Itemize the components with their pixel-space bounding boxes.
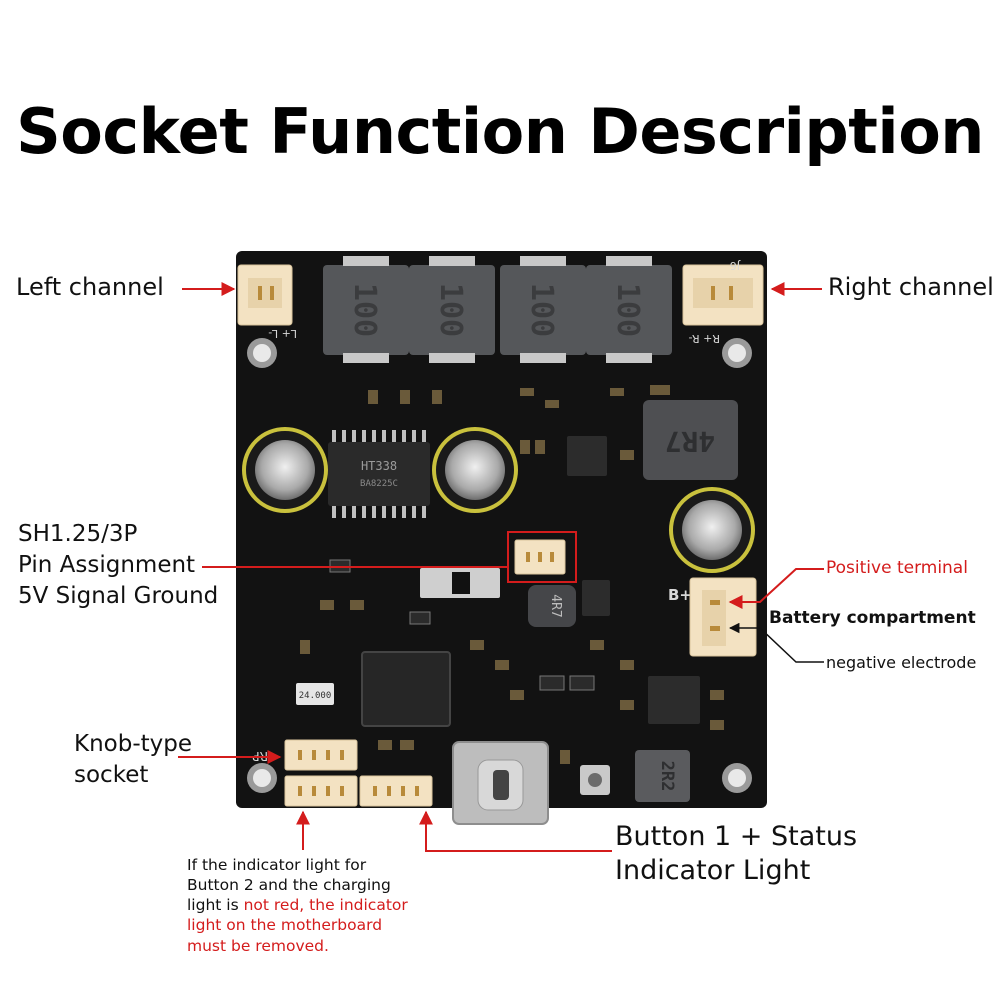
note-line3-black: light is: [187, 896, 244, 915]
capacitors: [242, 427, 755, 573]
mounting-holes: [247, 338, 752, 793]
small-inductor: 4R7: [528, 585, 576, 627]
page-title: Socket Function Description: [16, 95, 984, 168]
note-line3: light is not red, the indicator: [187, 895, 447, 915]
usb-c-port: [452, 741, 549, 825]
button-connector: [359, 775, 433, 807]
silk-left-label: L+ L-: [268, 327, 297, 340]
knob-line1: Knob-type: [74, 731, 193, 757]
sh125-line1: SH1.25/3P: [18, 521, 138, 547]
right-channel-label: Right channel: [828, 273, 994, 301]
note-line4: light on the motherboard: [187, 916, 383, 935]
smd-components: [300, 385, 724, 764]
battery-connector: [689, 577, 757, 657]
positive-terminal-label: Positive terminal: [826, 558, 968, 578]
inductor-marking: 100: [524, 283, 559, 337]
button-status-arrow: [419, 810, 612, 852]
silk-right-label: R+ R-: [688, 332, 720, 345]
silk-j6-label: J6: [730, 259, 741, 272]
button-status-label: Button 1 + Status Indicator Light: [615, 820, 857, 888]
top-inductors: [323, 256, 672, 363]
button-line1: Button 1 + Status: [615, 821, 858, 852]
bottom-inductor: 2R2: [635, 750, 690, 802]
inductor-marking: 100: [433, 283, 468, 337]
button-line2: Indicator Light: [615, 855, 811, 886]
chip-sublabel: BA8225C: [360, 479, 398, 489]
negative-electrode-label: negative electrode: [826, 653, 977, 672]
left-channel-label: Left channel: [16, 273, 164, 301]
push-button: [580, 765, 610, 795]
sh125-line2: Pin Assignment: [18, 552, 196, 578]
inductor-marking: 2R2: [657, 761, 677, 792]
positive-terminal-arrow: [728, 568, 824, 609]
inductor-marking: 4R7: [665, 425, 716, 458]
indicator-note: If the indicator light for Button 2 and …: [187, 855, 447, 956]
power-inductor: 4R7: [643, 400, 738, 480]
note-line2: Button 2 and the charging: [187, 876, 391, 895]
crystal-marking: 24.000: [299, 691, 332, 701]
note-line5: must be removed.: [187, 936, 329, 955]
knob-socket-label: Knob-type socket: [74, 729, 192, 791]
right-channel-connector: [682, 264, 764, 326]
note-line3-red: not red, the indicator: [243, 896, 408, 915]
chip-label: HT338: [361, 459, 397, 473]
silk-battery-label: B+: [668, 586, 692, 604]
inductor-marking: 100: [610, 283, 645, 337]
sh125-label: SH1.25/3P Pin Assignment 5V Signal Groun…: [18, 519, 218, 612]
ic-chips: [361, 436, 700, 727]
note-line1: If the indicator light for: [187, 856, 367, 874]
knob-connectors: [284, 739, 358, 807]
knob-line2: socket: [74, 762, 149, 788]
crystal-oscillator: 24.000: [296, 683, 334, 705]
negative-electrode-arrow: [728, 622, 824, 663]
inductor-marking: 100: [347, 283, 382, 337]
amplifier-chip: HT338 BA8225C: [328, 430, 430, 518]
slide-switch: [420, 568, 500, 598]
left-channel-connector: [237, 264, 293, 326]
sh125-line3: 5V Signal Ground: [18, 583, 219, 609]
battery-compartment-label: Battery compartment: [769, 608, 976, 628]
inductor-marking: 4R7: [548, 594, 563, 617]
sh125-connector: [507, 531, 577, 583]
smd-resistors: [329, 559, 595, 691]
